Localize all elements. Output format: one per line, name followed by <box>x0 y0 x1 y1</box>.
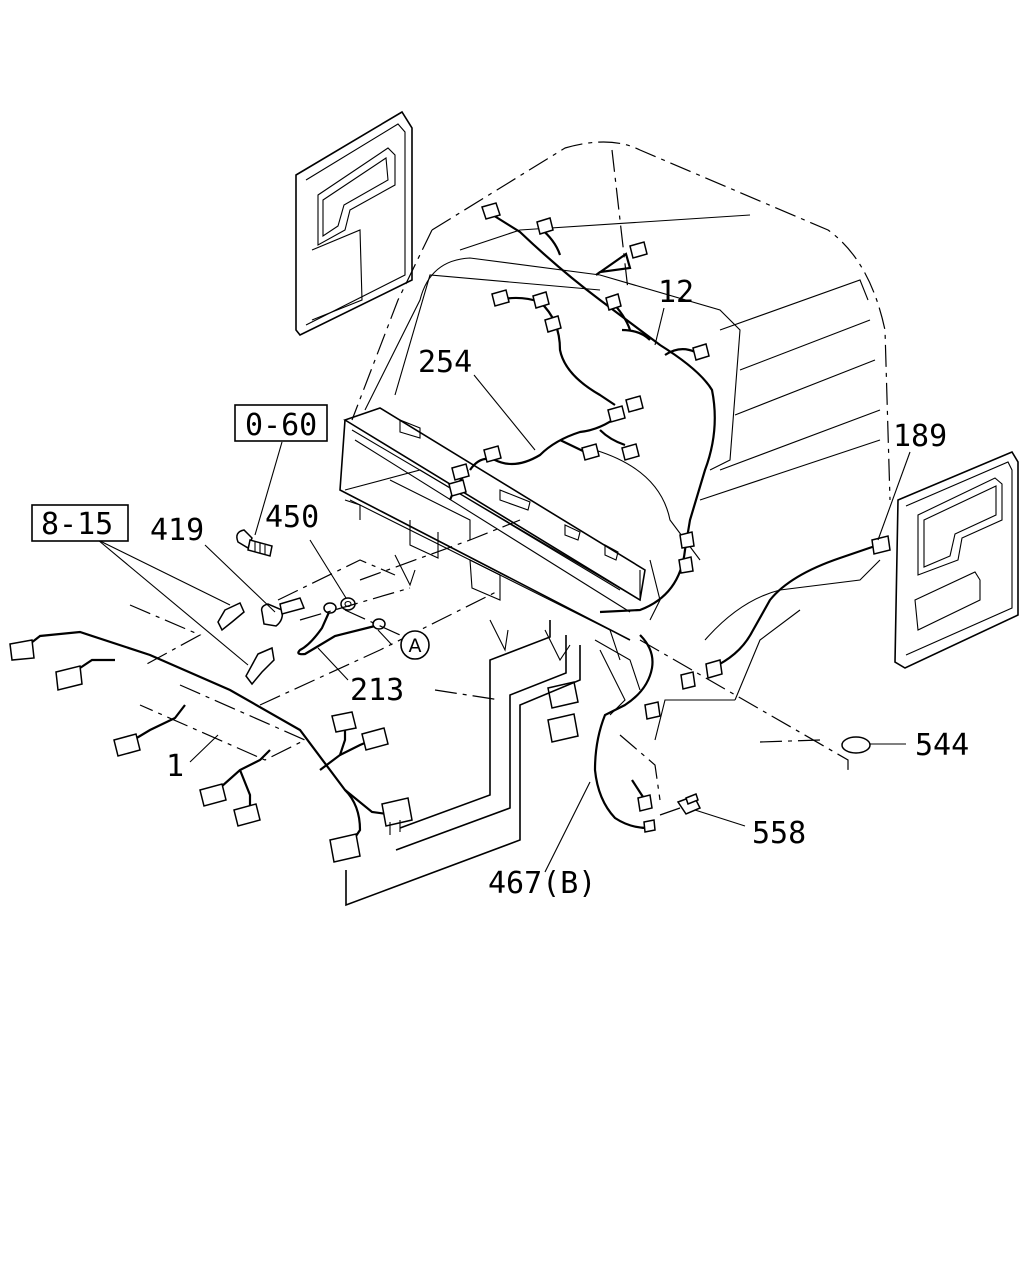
leader-lines <box>97 307 911 873</box>
instrument-panel <box>339 407 661 716</box>
screw-0-60 <box>236 529 273 557</box>
harness-189 <box>705 535 891 679</box>
cab-body <box>351 141 891 801</box>
callout-544: 544 <box>915 728 969 763</box>
routing-lines <box>129 519 849 907</box>
harness-1 <box>9 630 579 863</box>
cable-213 <box>297 602 386 656</box>
right-door <box>894 450 1019 669</box>
callout-box-8-15 <box>31 504 129 542</box>
callout-450: 450 <box>265 500 319 535</box>
harness-254 <box>448 289 644 501</box>
harness-467b <box>593 634 696 833</box>
callout-558: 558 <box>752 816 806 851</box>
connector-558 <box>676 793 702 815</box>
callout-467b: 467(B) <box>488 866 596 901</box>
callout-box-0-60 <box>234 404 328 442</box>
callout-213: 213 <box>350 673 404 708</box>
callout-12: 12 <box>658 275 694 310</box>
bolt-419 <box>260 597 306 627</box>
callout-189: 189 <box>893 419 947 454</box>
clips-8-15 <box>217 601 275 686</box>
callout-a: A <box>409 635 422 657</box>
plug-544 <box>841 736 871 754</box>
callout-0-60: 0-60 <box>245 408 317 443</box>
harness-12 <box>481 202 716 614</box>
callout-254: 254 <box>418 345 472 380</box>
callout-labels: 12 254 189 0-60 8-15 419 450 213 A 1 544… <box>31 275 969 901</box>
callout-circle-a <box>400 630 430 660</box>
left-door <box>295 110 413 337</box>
callout-1: 1 <box>166 749 184 784</box>
callout-419: 419 <box>150 513 204 548</box>
callout-8-15: 8-15 <box>41 507 113 542</box>
